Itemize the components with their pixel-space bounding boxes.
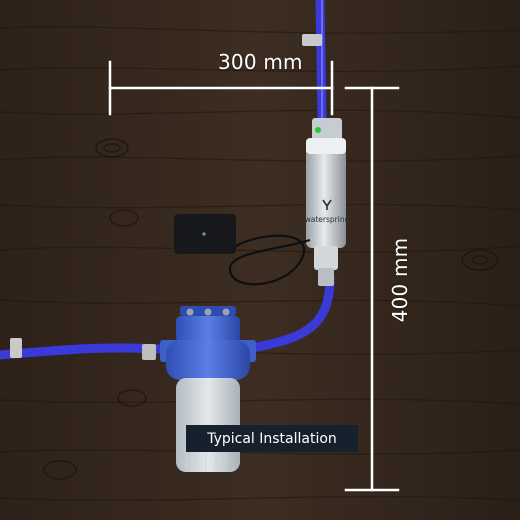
power-cable [228,234,311,286]
uv-unit: waterspring [305,118,350,286]
hose-clip [302,34,322,46]
dimension-width [108,60,334,116]
dimension-height [344,86,400,492]
brand-label: waterspring [305,215,350,224]
hose-clip [10,338,22,358]
hose-fitting [142,344,156,360]
wood-knots [43,138,499,480]
caption-banner: Typical Installation [186,425,358,452]
brand-logo-icon [322,199,332,210]
control-box-indicator [202,232,206,236]
status-led [315,127,321,133]
caption-text: Typical Installation [207,430,337,447]
height-dimension-label: 400 mm [388,237,412,323]
width-dimension-label: 300 mm [218,50,303,74]
